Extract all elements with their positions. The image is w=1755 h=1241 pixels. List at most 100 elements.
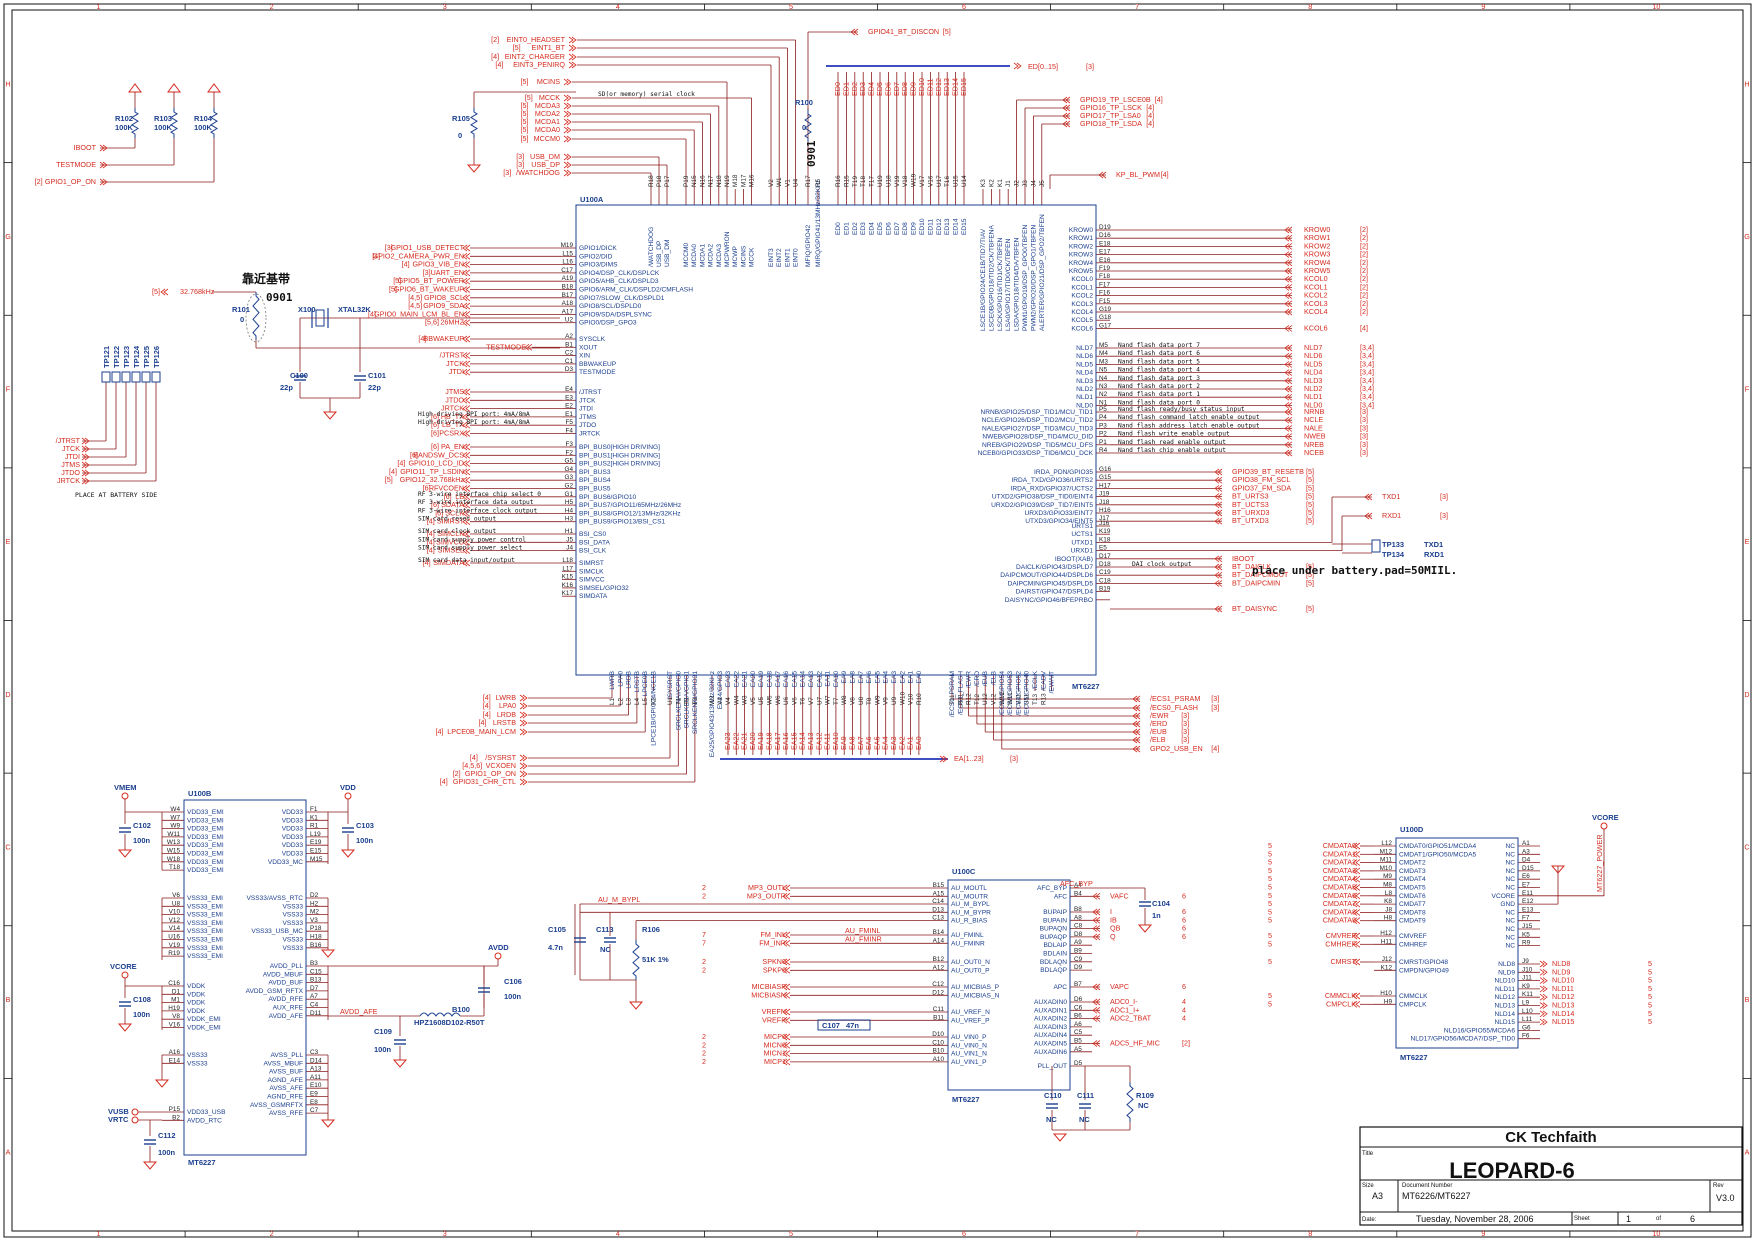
u100a-ea-pin-number: U6 [783,696,790,705]
u100a-pin-number: J18 [1099,499,1110,506]
jtag-net: JTDO [61,468,80,477]
offpage-cam [1352,900,1361,908]
jtag-testpoint [101,371,111,383]
u100a-bottomright-pin-number: V12 [991,693,998,705]
ea-net-label: EA0 [914,736,923,750]
offpage-cam [1352,917,1361,925]
net-label: SIMSEL [438,546,464,555]
rf-net-label: ADC2_TBAT [1110,1014,1152,1023]
bottom-net-ref: [4] [479,718,487,727]
u100a-topright-pin-number: K3 [980,179,987,187]
u100a-pin-number: G4 [564,466,573,473]
u100a-pin-name: KCOL5 [1071,317,1093,324]
net-label: GPIO8_SCL [424,293,464,302]
u100b-pin-name: AVSS_GSMRFTX [250,1102,304,1109]
topright-net-label: GPIO19_TP_LSCE0B [1080,95,1151,104]
rail-avdd-label: AVDD [488,943,509,952]
bottom-net-label: GPIO31_CHR_CTL [453,777,516,786]
offpage-misc [1214,605,1223,613]
offpage-nld [1539,977,1548,984]
u100a-pin-name: BPI_BUS5 [579,486,611,493]
u100a-ed-pin-number: V19 [894,175,901,187]
fm-label: AU_FMINL [845,926,881,935]
u100a-ea-pin-name: EA4 [883,671,890,684]
offpage-misc [1214,485,1223,492]
c112-ground [142,1161,158,1170]
u100a-ea-pin-name: EA17 [775,671,782,687]
u100d-pin-name: CMDAT2 [1399,860,1426,867]
tl-net-ref: [2] [35,177,43,186]
ea-net-label: EA20 [748,732,757,750]
u100b-pin-number: D14 [310,1057,322,1064]
offpage-cam [1352,992,1361,1000]
offpage-jtag [81,477,90,485]
u100c-pin-name: APC [1053,984,1067,991]
u100a-pin-name: NLD5 [1076,361,1093,368]
offpage-bottomright [1132,745,1141,753]
misc-net-label: BT_DAICLK [1232,562,1271,571]
u100a-top-pin-name: MCWP [732,246,739,267]
resistor-ref: R103 [154,114,172,123]
top-net-ref: [5] [525,93,533,102]
c108-ref: C108 [133,995,151,1004]
offpage-rf [1092,1040,1101,1047]
c104-ref: C104 [1152,899,1171,908]
component-layer [101,108,1519,1156]
row-letter: B [1745,995,1750,1004]
u100a-pin-number: L17 [562,565,573,572]
u100a-pin-number: J16 [1099,520,1110,527]
u100a-top-pin-number: N15 [691,175,698,187]
resistor-ref: R104 [194,114,213,123]
u100b-pin-number: K1 [310,814,318,821]
u100b-pin-name: VSS33_EMI [187,895,223,902]
bottom-net-ref: [4] [483,701,491,710]
c112-value: 100n [158,1148,176,1157]
u100a-pin-name: URXD2/GPIO39/DSP_TID7/EINT5 [991,502,1093,509]
column-number: 2 [270,1229,274,1238]
offpage-bottom [519,770,528,778]
u100a-pin-number: P5 [1099,406,1107,413]
u100b-pin-number: E8 [310,1099,318,1106]
u100b-part: MT6227 [188,1158,216,1167]
offpage-21 [462,443,471,451]
column-number: 4 [616,2,620,11]
misc-net-ref: [5] [1306,516,1314,525]
u100a-ea-pin-number: V8 [850,697,857,705]
misc-net-label: BT_DAIPCMOUT [1232,570,1289,579]
net-label: JTMS [445,387,464,396]
bottom-net-ref: [4] [483,710,491,719]
rf-net-ref: 6 [1182,891,1186,900]
net-ref: [4] [368,309,376,318]
c104-ground [1137,924,1153,933]
u100a-pin-number: C2 [565,350,574,357]
u100d-pin-number: A1 [1522,840,1530,847]
ed-bus-arrow [1013,62,1022,70]
offpage-top [563,94,572,102]
u100c-pin-name: BUPAIP [1043,909,1067,916]
bottomright-net-ref: [4] [1211,744,1219,753]
u100d-pin-number: J12 [1382,956,1393,963]
c104-value: 1n [1152,911,1161,920]
rf-net-ref: 6 [1182,915,1186,924]
r100-value: 0 [802,123,806,132]
u100a-ea-pin-name: EA23 [725,671,732,687]
offpage-audio [782,1033,791,1041]
key-net-label: KCOL0 [1304,274,1328,283]
ed-net-label: ED10 [917,78,926,96]
u100b-pin-number: W15 [167,848,181,855]
u100a-ea-pin-number: W9 [874,695,881,705]
u100a-pin-name: NCLE/GPIO26/DSP_TID2/MCU_TID2 [982,417,1094,424]
revision: V3.0 [1716,1193,1735,1203]
bottom-net-ref: [2] [453,769,461,778]
u100b-pin-name: VDD33_EMI [187,867,224,874]
nand-comment: Nand flash data port 6 [1118,350,1200,357]
net-label: SIMRST [437,517,465,526]
u100b-pin-name: VDD33_EMI [187,842,224,849]
net-ref: [6] [431,429,439,438]
u100a-top-pin-name: /WATCHDOG [648,227,655,267]
u100a-top-pin-number: V1 [784,179,791,187]
jtag-tp-ref: TP122 [112,346,121,368]
jtag-net: JTCK [62,444,80,453]
u100b-pin-name: VDD33_EMI [187,809,224,816]
rf-net-ref: 6 [1182,932,1186,941]
